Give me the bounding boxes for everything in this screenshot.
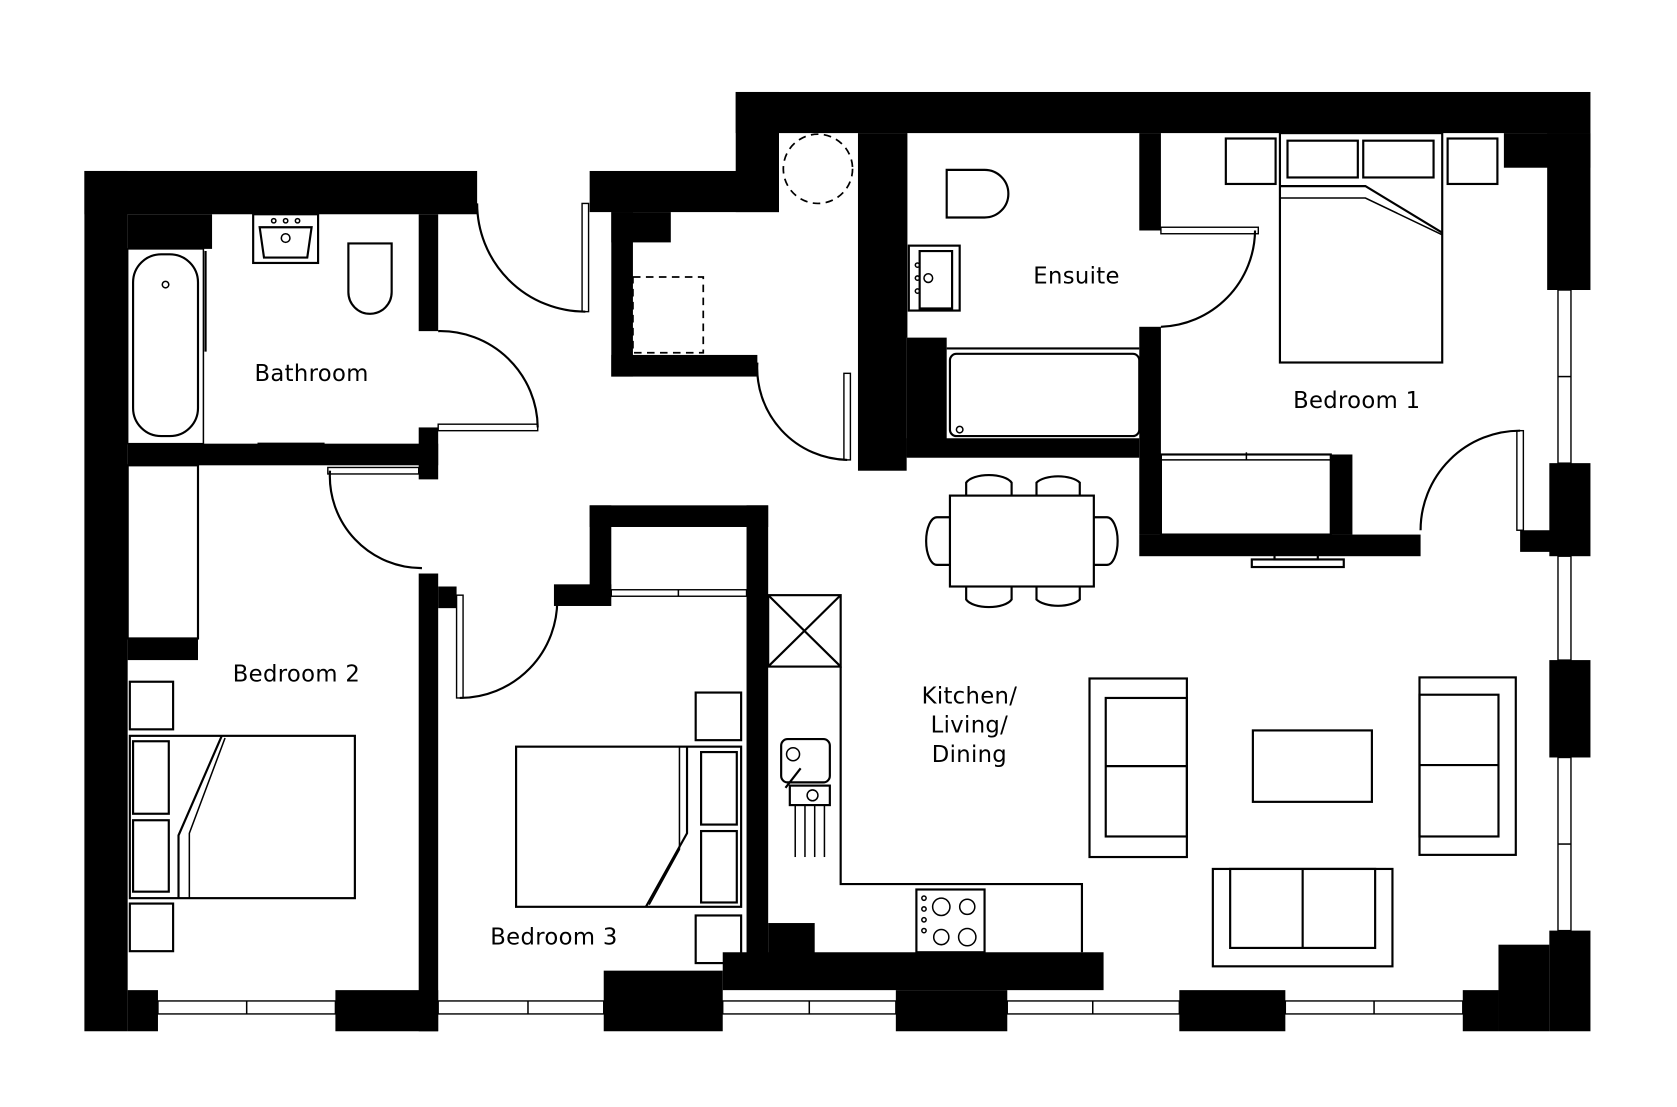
- room-label-bedroom-2: Bedroom 2: [233, 662, 360, 688]
- bedroom-2-furniture: [126, 464, 356, 953]
- bathroom-fixtures: [126, 213, 393, 445]
- bedroom-1-furniture: [1159, 132, 1499, 569]
- room-labels: Bathroom Bedroom 1 Bedroom 2 Bedroom 3 K…: [233, 361, 1420, 951]
- kitchen-units: [767, 594, 1084, 954]
- room-label-bathroom: Bathroom: [255, 361, 369, 387]
- living-furniture: [1088, 676, 1517, 968]
- room-label-ensuite: Ensuite: [1033, 264, 1119, 290]
- windows: [157, 289, 1572, 1015]
- room-label-kitchen-line3: Dining: [932, 742, 1007, 768]
- ensuite-fixtures: Ensuite: [905, 133, 1141, 438]
- room-label-bedroom-1: Bedroom 1: [1293, 388, 1420, 414]
- bedroom-3-furniture: [515, 589, 748, 965]
- utility-cupboard: [632, 133, 854, 354]
- doors: [327, 202, 1525, 700]
- room-label-kitchen-line1: Kitchen/: [922, 683, 1018, 709]
- walls: [84, 91, 1591, 1032]
- dining-table: [925, 473, 1119, 609]
- room-label-kitchen-line2: Living/: [931, 713, 1008, 739]
- room-label-bedroom-3: Bedroom 3: [490, 925, 617, 951]
